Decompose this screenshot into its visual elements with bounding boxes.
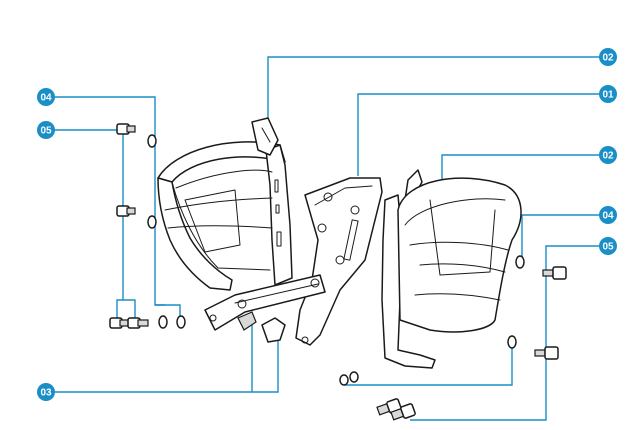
fastener-03-left <box>237 311 286 343</box>
bolt-left-1 <box>116 123 136 135</box>
callout-02-right: 02 <box>599 146 617 164</box>
leader-lines <box>54 56 600 421</box>
callout-04-right: 04 <box>599 206 617 224</box>
svg-text:02: 02 <box>602 53 614 64</box>
leader-02-top <box>267 56 600 128</box>
mount-plate <box>295 177 383 346</box>
bolt-right-1 <box>542 266 567 280</box>
right-bolts <box>376 266 567 421</box>
callout-03: 03 <box>37 383 55 401</box>
bolt-left-2 <box>116 205 136 217</box>
strap-bracket <box>204 274 326 331</box>
svg-text:03: 03 <box>40 388 52 399</box>
leader-04-left <box>54 96 165 306</box>
callout-01: 01 <box>599 85 617 103</box>
svg-text:04: 04 <box>602 211 614 222</box>
leader-04-left-branch <box>155 304 181 318</box>
svg-text:05: 05 <box>602 242 614 253</box>
callout-04-left: 04 <box>37 88 55 106</box>
bolt-left-4 <box>127 317 149 329</box>
svg-text:01: 01 <box>602 90 614 101</box>
bolt-right-2 <box>534 346 559 360</box>
callout-05-left: 05 <box>37 121 55 139</box>
right-washers <box>339 255 525 386</box>
svg-text:05: 05 <box>40 126 52 137</box>
bolt-right-4 <box>390 403 416 421</box>
leader-04-right <box>521 214 600 262</box>
right-bottle-cage <box>381 169 522 369</box>
leader-02-right <box>441 154 600 190</box>
leader-05-left <box>54 129 124 318</box>
bolt-left-3 <box>109 317 131 329</box>
svg-text:02: 02 <box>602 151 614 162</box>
leader-03 <box>54 340 279 393</box>
leader-05-right <box>410 245 600 421</box>
svg-text:04: 04 <box>40 93 52 104</box>
leader-01 <box>357 93 600 176</box>
leader-05-left-branch <box>123 299 136 318</box>
left-washers <box>147 134 186 329</box>
callout-02-top: 02 <box>599 48 617 66</box>
left-bolts <box>109 123 149 329</box>
callout-05-right: 05 <box>599 237 617 255</box>
left-bottle-cage <box>157 117 293 291</box>
